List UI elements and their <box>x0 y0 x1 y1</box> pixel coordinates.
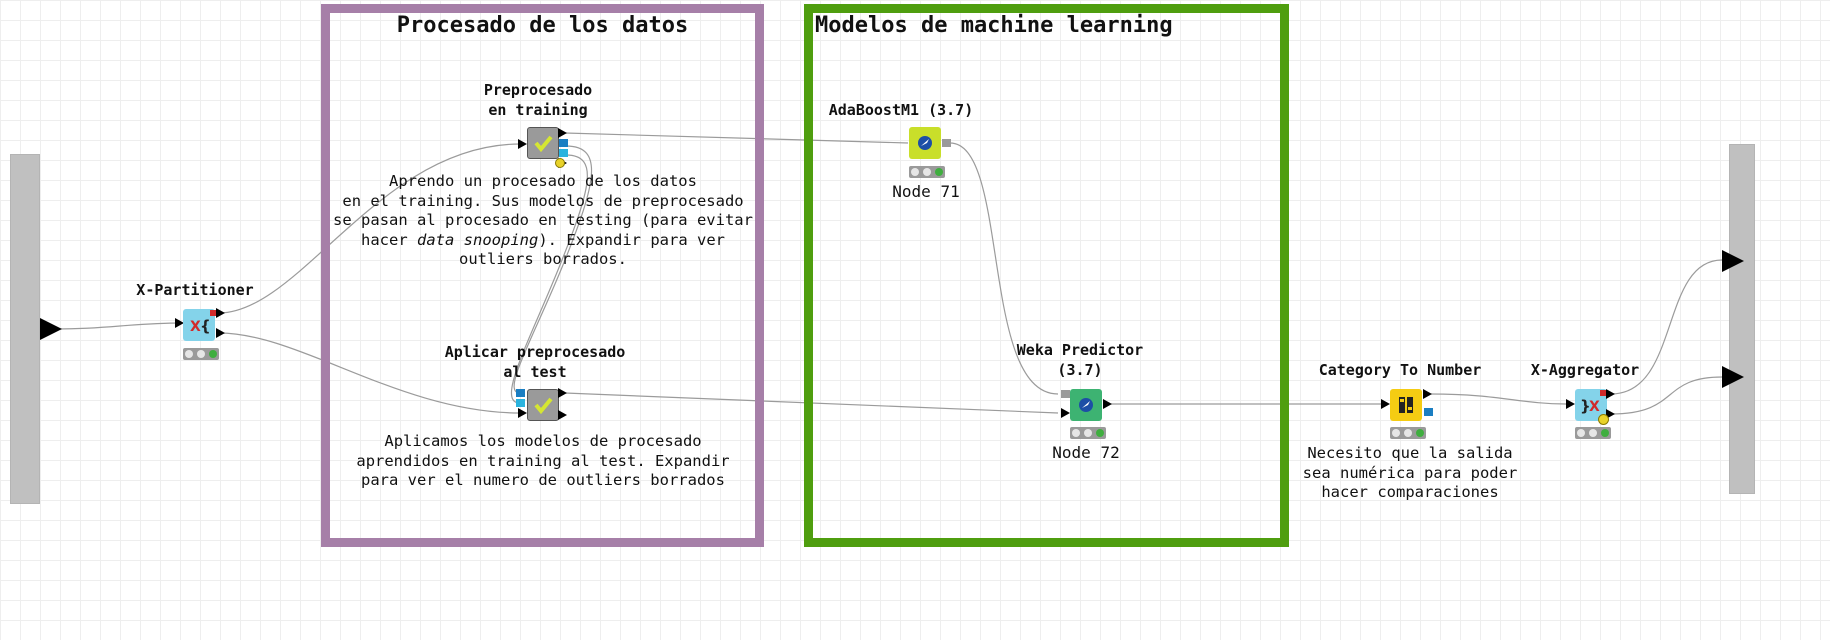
svg-text:X: X <box>190 319 201 335</box>
category-to-number-in-port[interactable] <box>1381 399 1390 409</box>
connection-preprocess-model-a <box>513 145 593 394</box>
note-apply-preprocess: Aplicamos los modelos de procesado apren… <box>356 432 730 489</box>
workflow-output-arrow-2-icon[interactable] <box>1722 366 1744 388</box>
apply-preprocess-data-in[interactable] <box>518 408 527 418</box>
category-to-number-model-port[interactable] <box>1424 408 1433 416</box>
apply-preprocess-node[interactable] <box>527 389 559 421</box>
x-aggregator-flow-port[interactable] <box>1600 390 1606 396</box>
workflow-output-port-bar <box>1729 144 1755 494</box>
x-aggregator-out-port-2[interactable] <box>1606 409 1615 419</box>
x-partitioner-flow-port[interactable] <box>210 310 216 316</box>
connection-input-to-partitioner <box>57 322 184 330</box>
weka-learner-icon <box>918 136 932 150</box>
x-partitioner-out-port-2[interactable] <box>216 328 225 338</box>
preprocess-training-flow-port[interactable] <box>555 158 565 168</box>
weka-predictor-icon <box>1079 398 1093 412</box>
preprocess-training-model-port-1[interactable] <box>559 139 568 147</box>
workflow-input-port-bar <box>10 154 40 504</box>
connection-partitioner-to-apply-preprocess <box>218 332 521 414</box>
annotation-frame-preprocessing[interactable] <box>321 4 764 547</box>
x-partitioner-in-port[interactable] <box>175 318 184 328</box>
x-aggregator-out-port-1[interactable] <box>1606 389 1615 399</box>
workflow-output-arrow-1-icon[interactable] <box>1722 250 1744 272</box>
connection-aggregator-to-output-2 <box>1610 376 1723 415</box>
weka-predictor-node[interactable] <box>1070 389 1102 421</box>
preprocess-training-out-port[interactable] <box>558 128 567 138</box>
note-preprocess-training: Aprendo un procesado de los datos en el … <box>333 172 753 268</box>
apply-preprocess-model-in-2[interactable] <box>516 399 525 407</box>
apply-preprocess-out-port-2[interactable] <box>558 410 567 420</box>
weka-predictor-label: Weka Predictor (3.7) <box>1016 341 1144 379</box>
category-to-number-label: Category To Number <box>1318 361 1482 379</box>
x-aggregator-label: X-Aggregator <box>1530 361 1640 379</box>
adaboost-label: AdaBoostM1 (3.7) <box>828 101 974 119</box>
weka-predictor-out-port[interactable] <box>1103 399 1112 409</box>
category-to-number-out-port[interactable] <box>1423 389 1432 399</box>
x-partitioner-out-port-1[interactable] <box>216 308 225 318</box>
metanode-check-icon <box>534 135 553 153</box>
annotation-title-ml-models: Modelos de machine learning <box>815 13 1173 38</box>
weka-predictor-node-id: Node 72 <box>1052 443 1120 462</box>
note-category-to-number: Necesito que la salida sea numérica para… <box>1302 444 1518 501</box>
apply-preprocess-out-port[interactable] <box>558 388 567 398</box>
x-partitioner-node[interactable]: X { <box>183 309 215 341</box>
aggregator-icon: } X <box>1580 397 1600 415</box>
category-to-number-node[interactable] <box>1390 389 1422 421</box>
x-aggregator-loop-port[interactable] <box>1598 414 1609 425</box>
category-to-number-status <box>1390 427 1426 439</box>
connection-aggregator-to-output-1 <box>1610 259 1723 395</box>
weka-predictor-data-in-port[interactable] <box>1061 408 1070 418</box>
annotation-title-preprocessing: Procesado de los datos <box>396 13 689 38</box>
connection-partitioner-to-preprocess-training <box>218 143 521 314</box>
connection-category-to-aggregator <box>1430 393 1567 405</box>
x-aggregator-in-port[interactable] <box>1566 399 1575 409</box>
adaboost-node-id: Node 71 <box>892 182 960 201</box>
preprocess-training-model-port-2[interactable] <box>559 149 568 157</box>
workflow-input-arrow-icon[interactable] <box>40 318 62 340</box>
apply-preprocess-model-in-1[interactable] <box>516 389 525 397</box>
x-partitioner-status <box>183 348 219 360</box>
svg-text:{: { <box>200 317 211 335</box>
connection-adaboost-to-predictor <box>949 142 1059 395</box>
svg-text:X: X <box>1589 399 1600 415</box>
preprocess-training-in-port[interactable] <box>518 139 527 149</box>
connection-training-to-adaboost <box>564 132 909 144</box>
weka-predictor-model-in-port[interactable] <box>1061 390 1070 398</box>
partitioner-icon: X { <box>190 317 211 335</box>
adaboost-model-out-port[interactable] <box>942 139 951 147</box>
weka-predictor-status <box>1070 427 1106 439</box>
adaboost-status <box>909 166 945 178</box>
connection-preprocess-model-b <box>510 154 588 404</box>
apply-preprocess-label: Aplicar preprocesado al test <box>444 343 626 381</box>
svg-text:}: } <box>1580 397 1591 415</box>
category-number-icon <box>1399 397 1413 413</box>
adaboost-node[interactable] <box>909 127 941 159</box>
preprocess-training-label: Preprocesado en training <box>483 81 593 119</box>
x-aggregator-status <box>1575 427 1611 439</box>
annotation-frame-ml-models[interactable] <box>804 4 1289 547</box>
preprocess-training-node[interactable] <box>527 127 559 159</box>
x-partitioner-label: X-Partitioner <box>136 281 254 299</box>
metanode-check-icon <box>534 397 553 415</box>
